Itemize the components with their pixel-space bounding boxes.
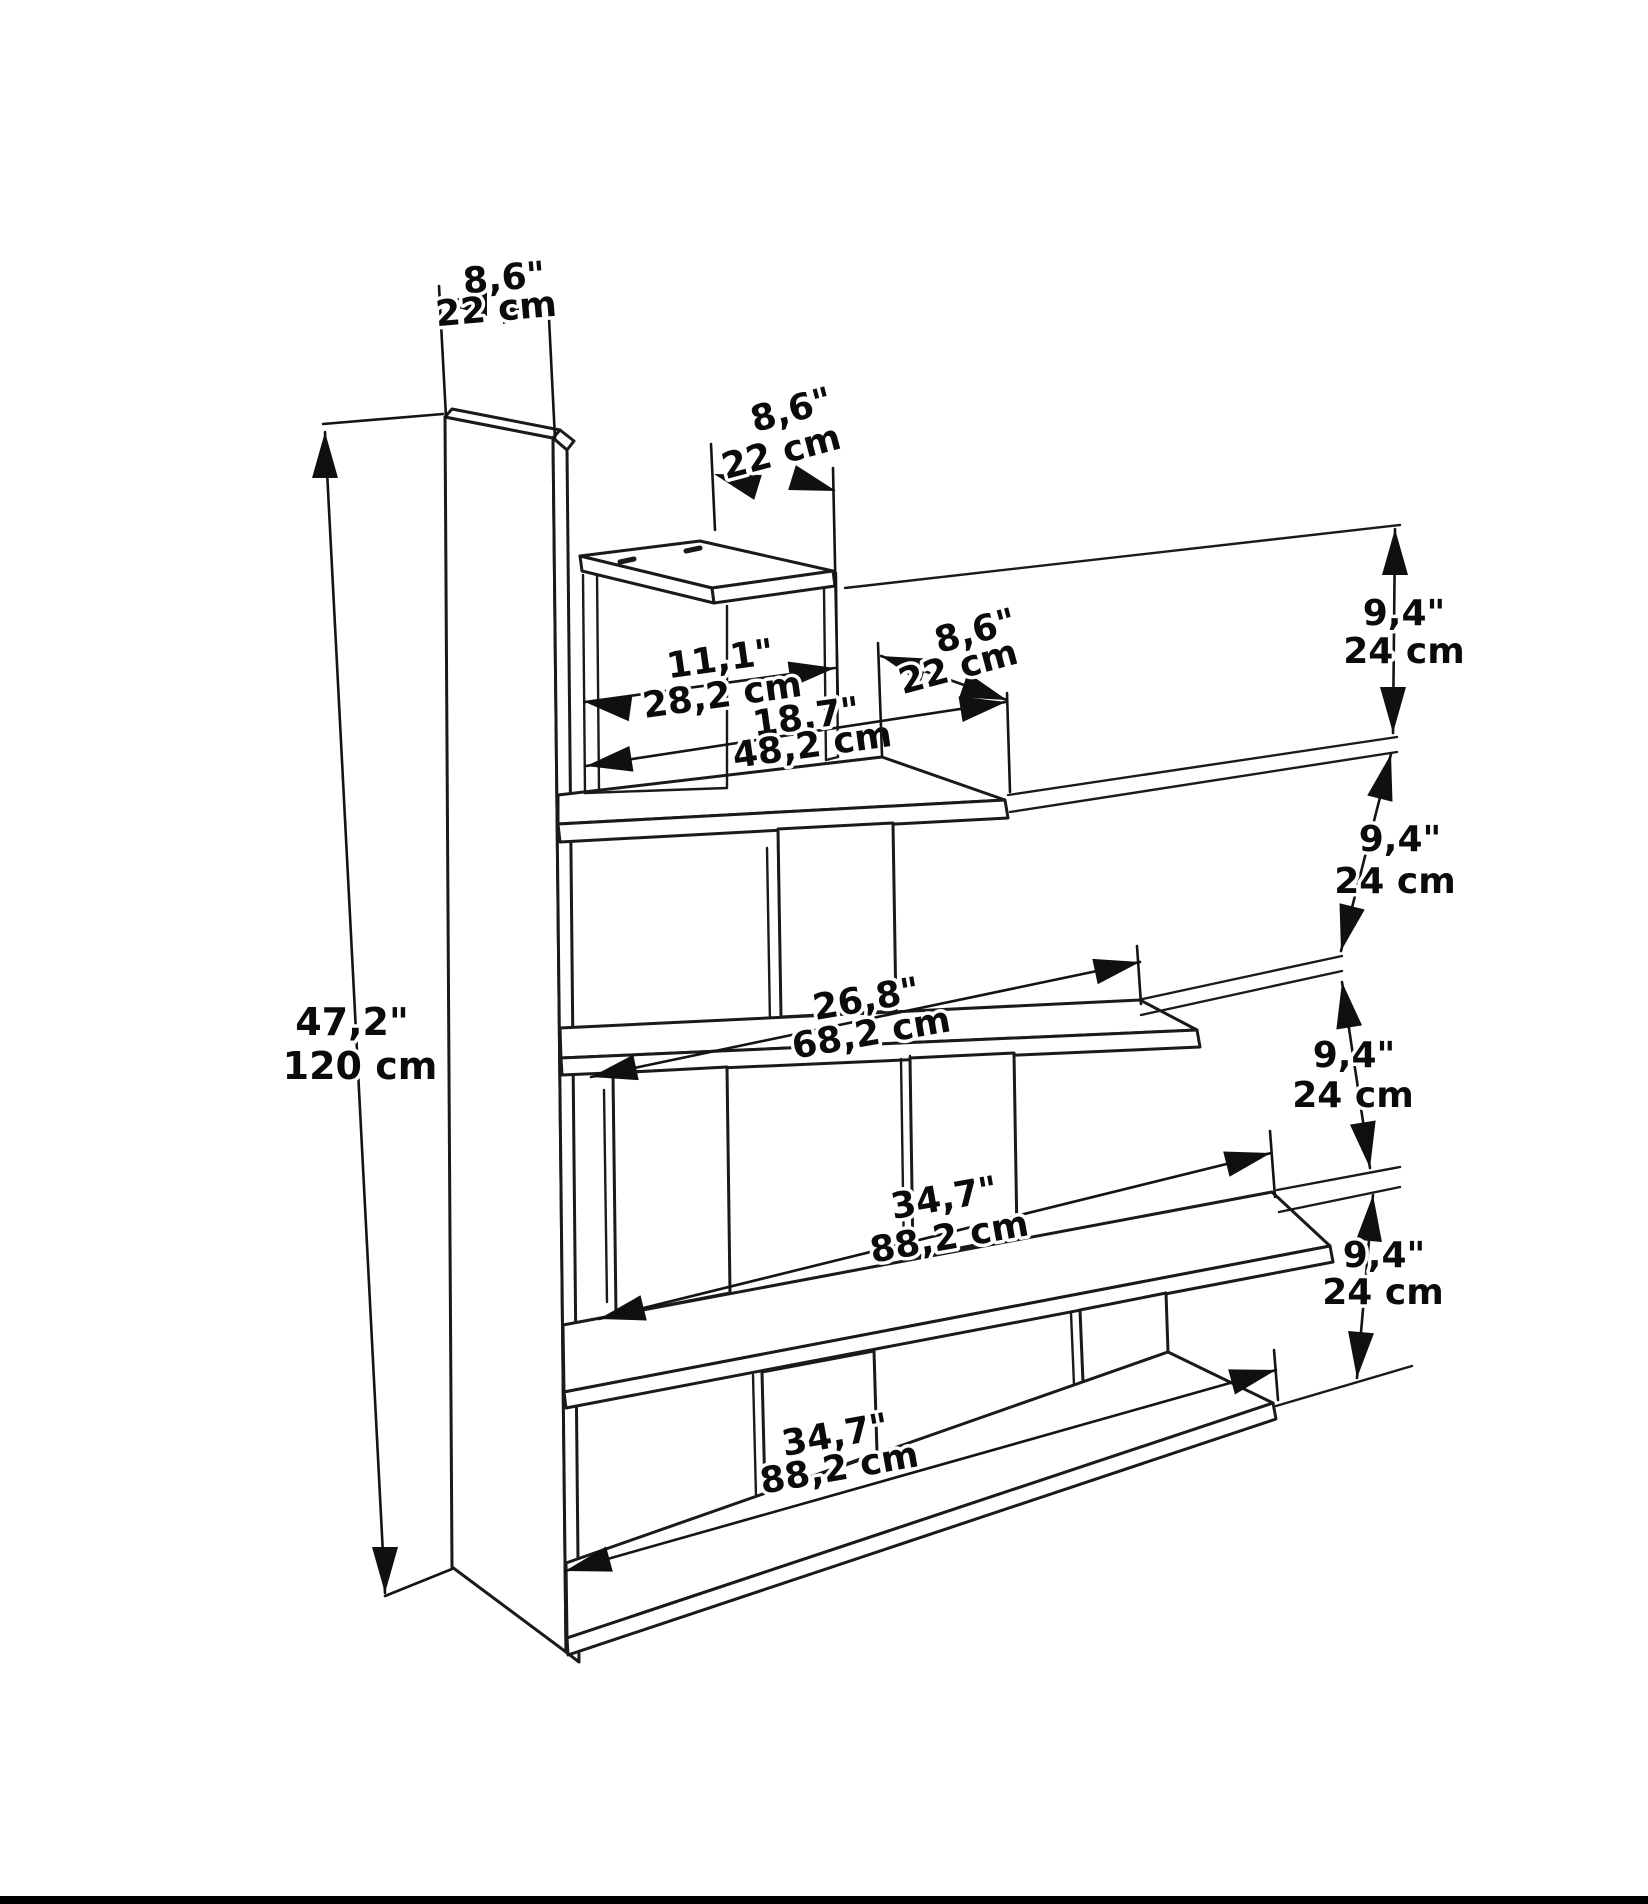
divider-row3b-face xyxy=(908,1051,1019,1259)
divider-row3b-cap-a xyxy=(899,1057,906,1260)
divider-row4b-cap-a xyxy=(1069,1311,1076,1387)
arrow-shelf2-right xyxy=(958,696,1006,723)
arrow-bottom-left xyxy=(565,1546,613,1572)
arrow-top-width-right xyxy=(788,465,836,491)
arrow-height-bottom xyxy=(372,1547,398,1593)
arrow-shelf2-left xyxy=(586,745,634,772)
shelf-4-front-edge xyxy=(562,1244,1335,1410)
shelf-3 xyxy=(558,998,1202,1077)
shelf-4 xyxy=(561,1190,1335,1410)
gap1-cm: 24 cm xyxy=(1343,631,1464,672)
box-right-wall-bottom xyxy=(824,755,840,762)
box-left-wall-line xyxy=(595,570,601,793)
ref-shelf2-a xyxy=(1006,735,1399,797)
arrow-gap4-bottom xyxy=(1348,1331,1374,1378)
dim-total-height-line xyxy=(323,430,387,1595)
arrow-panel-depth-left xyxy=(441,290,487,316)
ref-shelf4-a xyxy=(1275,1165,1402,1192)
arrow-depth-left xyxy=(881,656,929,684)
dim-total-height-cm: 120 cm xyxy=(283,1044,438,1088)
ref-shelf3-a xyxy=(1136,954,1344,1002)
gap4-cm: 24 cm xyxy=(1322,1272,1443,1313)
box-left-wall-bottom xyxy=(583,786,729,795)
arrow-gap2-top xyxy=(1367,754,1393,802)
dim-panel-depth-ext-left xyxy=(437,284,448,419)
page-bottom-border xyxy=(0,1896,1648,1904)
bookshelf-drawing xyxy=(443,407,1414,1664)
arrow-shelf3-right xyxy=(1092,958,1140,985)
dim-shelf2-width: 18,7" 48,2 cm xyxy=(584,686,1012,794)
arrow-box-width-left xyxy=(585,695,633,722)
arrow-gap1-top xyxy=(1382,529,1408,575)
box-right-wall-line-a xyxy=(822,587,828,762)
ref-top xyxy=(843,523,1402,590)
divider-row2-cap-a xyxy=(765,846,772,1025)
dim-top-width-ext-left xyxy=(709,442,717,532)
reference-lines xyxy=(843,523,1414,1408)
gap3-cm: 24 cm xyxy=(1292,1075,1413,1116)
dim-bottom-tick-right xyxy=(1272,1348,1280,1402)
divider-row2 xyxy=(765,821,898,1025)
shelf-3-front-edge xyxy=(559,1028,1202,1077)
dim-total-height-inches: 47,2" xyxy=(295,1000,409,1044)
shelf-2 xyxy=(556,755,1010,844)
dim-shelf2-line xyxy=(584,700,1008,768)
dim-shelf3-tick-right xyxy=(1135,944,1143,1006)
gap2-inches: 9,4" xyxy=(1359,819,1442,860)
top-shelf-plate xyxy=(578,539,837,605)
bottom-shelf-top-face xyxy=(564,1350,1275,1640)
dim-total-height: 47,2" 120 cm xyxy=(279,412,454,1598)
dim-bottom-line xyxy=(563,1368,1278,1573)
ref-shelf4-b xyxy=(1277,1185,1402,1214)
divider-row4a-cap-a xyxy=(751,1373,758,1498)
arrow-shelf3-left xyxy=(591,1054,639,1081)
arrow-gap3-bottom xyxy=(1349,1120,1376,1168)
dim-top-box-width: 11,1" 28,2 cm xyxy=(583,628,837,730)
arrow-panel-depth-right xyxy=(503,298,549,324)
screw-mark-1 xyxy=(617,556,637,565)
arrow-box-width-right xyxy=(787,661,835,688)
arrow-gap2-bottom xyxy=(1339,903,1365,951)
divider-row3a-cap-a xyxy=(602,1088,609,1304)
arrow-depth-right xyxy=(959,672,1007,700)
arrow-gap1-bottom xyxy=(1380,687,1406,733)
bottom-shelf xyxy=(564,1350,1278,1657)
dim-panel-depth-cm: 22 cm xyxy=(434,284,559,335)
dim-shelf-depth: 8,6" 22 cm xyxy=(876,597,1026,757)
screw-mark-2 xyxy=(683,545,703,554)
box-left-wall-back-line xyxy=(581,573,587,795)
gap4-inches: 9,4" xyxy=(1343,1235,1426,1276)
arrow-gap3-top xyxy=(1336,982,1363,1030)
divider-row3a-face xyxy=(611,1065,732,1317)
divider-row4 xyxy=(751,1291,1170,1498)
arrow-height-top xyxy=(312,432,338,478)
divider-row3 xyxy=(602,1051,1019,1317)
gap1-inches: 9,4" xyxy=(1363,593,1446,634)
arrow-shelf4-left xyxy=(599,1295,647,1321)
dim-depth-tick-left xyxy=(876,641,884,757)
dim-shelf2-tick-right xyxy=(1005,691,1012,794)
dim-shelf3-line xyxy=(589,960,1142,1079)
ref-shelf2-b xyxy=(1008,750,1399,814)
arrow-gap4-top xyxy=(1356,1195,1382,1242)
dim-total-height-ext-bottom xyxy=(383,1567,454,1598)
ref-shelf3-b xyxy=(1139,969,1344,1017)
arrow-top-width-left xyxy=(714,474,762,500)
gap3-inches: 9,4" xyxy=(1313,1035,1396,1076)
arrow-bottom-right xyxy=(1228,1369,1276,1395)
side-panel-left-face xyxy=(443,415,568,1654)
dim-panel-depth: 8,6" 22 cm xyxy=(430,251,562,441)
dim-panel-depth-ext-right xyxy=(546,296,557,441)
shelf-2-front-edge xyxy=(556,798,1010,844)
arrow-shelf4-right xyxy=(1223,1151,1271,1177)
bottom-shelf-front-edge xyxy=(565,1401,1278,1657)
ref-bottom xyxy=(1274,1364,1414,1408)
dim-gap-chain: 9,4" 24 cm 9,4" 24 cm 9,4" 24 cm 9,4" 24… xyxy=(1289,527,1468,1380)
dim-top-width-ext-right xyxy=(831,466,840,707)
dim-total-height-ext-top xyxy=(321,412,445,426)
dim-shelf4-line xyxy=(597,1151,1273,1321)
gap2-cm: 24 cm xyxy=(1334,861,1455,902)
dim-shelf4-tick-right xyxy=(1268,1129,1277,1199)
